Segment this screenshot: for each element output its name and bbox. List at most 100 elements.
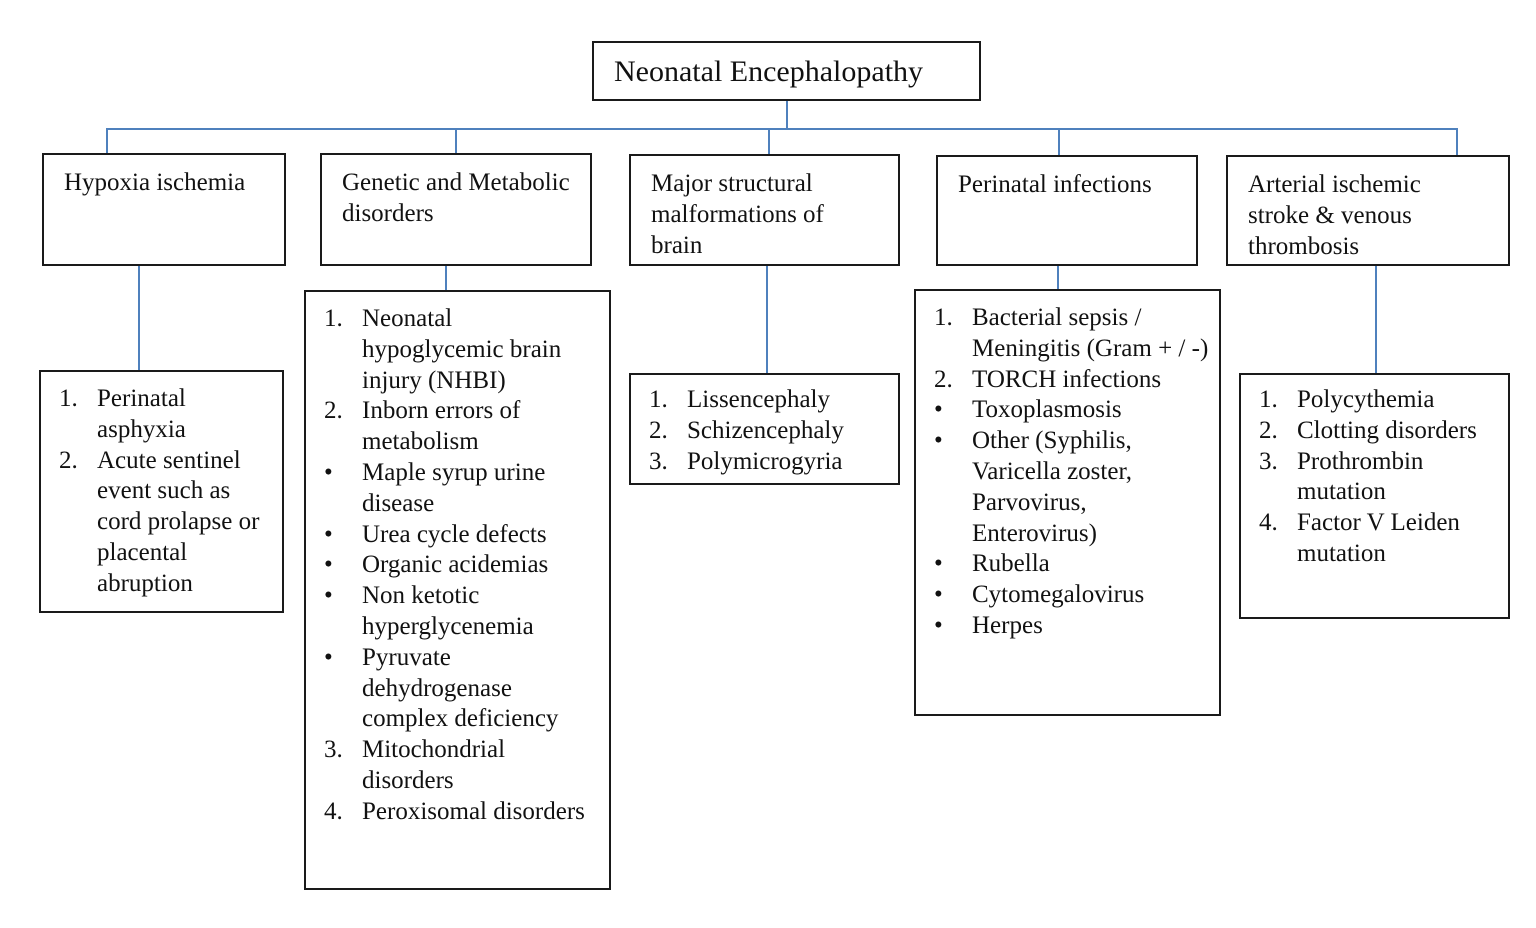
list-perinatal-infections: 1. Bacterial sepsis / Meningitis (Gram + … bbox=[914, 289, 1221, 716]
item-marker: 1. bbox=[934, 304, 953, 331]
list-item: • Urea cycle defects bbox=[324, 520, 599, 551]
root-title: Neonatal Encephalopathy bbox=[614, 55, 924, 88]
list-item: 1. Neonatal hypoglycemic brain injury (NH… bbox=[324, 304, 599, 396]
list-hypoxia-ischemia: 1. Perinatal asphyxia 2. Acute sentinel ev… bbox=[39, 370, 284, 613]
category-structural-malformations: Major structural malformations of brain bbox=[629, 154, 900, 266]
category-stroke-thrombosis: Arterial ischemic stroke & venous thromb… bbox=[1226, 155, 1510, 266]
item-text: TORCH infections bbox=[972, 365, 1162, 393]
item-marker: • bbox=[324, 643, 333, 671]
item-marker: • bbox=[324, 520, 333, 548]
connector-to-infections bbox=[1058, 128, 1060, 156]
item-marker: 2. bbox=[324, 397, 343, 425]
root-node: Neonatal Encephalopathy bbox=[592, 41, 981, 101]
item-text: Peroxisomal disorders bbox=[362, 797, 585, 825]
connector-hypoxia-list bbox=[138, 265, 140, 371]
list-item: 2. Acute sentinel event such as cord prol… bbox=[59, 446, 272, 600]
connector-infections-list bbox=[1057, 265, 1059, 290]
category-hypoxia-ischemia: Hypoxia ischemia bbox=[42, 153, 286, 266]
item-text: Urea cycle defects bbox=[362, 520, 547, 548]
category-label: Arterial ischemic stroke & venous thromb… bbox=[1248, 171, 1421, 260]
list-item: 2. Inborn errors of metabolism bbox=[324, 396, 599, 458]
item-text: Non ketotic hyperglycenemia bbox=[362, 582, 534, 640]
item-marker: 4. bbox=[1259, 509, 1278, 537]
list-item: • Rubella bbox=[934, 549, 1209, 580]
item-marker: 4. bbox=[324, 797, 343, 825]
item-marker: 1. bbox=[649, 386, 668, 413]
item-marker: 3. bbox=[649, 447, 668, 475]
list-item: 3. Polymicrogyria bbox=[649, 447, 888, 478]
item-text: Perinatal asphyxia bbox=[97, 385, 186, 443]
category-label: Major structural malformations of brain bbox=[651, 170, 824, 259]
item-marker: 2. bbox=[59, 446, 78, 474]
item-text: Neonatal hypoglycemic brain injury (NHBI… bbox=[362, 305, 562, 394]
item-marker: 2. bbox=[1259, 416, 1278, 444]
list-item: 3. Mitochondrial disorders bbox=[324, 735, 599, 797]
list-item: • Toxoplasmosis bbox=[934, 395, 1209, 426]
item-marker: 3. bbox=[1259, 447, 1278, 475]
item-text: Other (Syphilis, Varicella zoster, Parvo… bbox=[972, 427, 1133, 547]
list-item: • Non ketotic hyperglycenemia bbox=[324, 581, 599, 643]
item-text: Pyruvate dehydrogenase complex deficienc… bbox=[362, 643, 559, 733]
list-item: 1. Lissencephaly bbox=[649, 385, 888, 416]
category-perinatal-infections: Perinatal infections bbox=[936, 155, 1198, 266]
connector-genetic-list bbox=[445, 265, 447, 291]
list-stroke-thrombosis: 1. Polycythemia 2. Clotting disorders 3. Pr… bbox=[1239, 373, 1510, 619]
list-item: 1. Perinatal asphyxia bbox=[59, 384, 272, 446]
item-text: Toxoplasmosis bbox=[972, 396, 1122, 424]
item-marker: • bbox=[934, 550, 943, 578]
list-item: 1. Bacterial sepsis / Meningitis (Gram + … bbox=[934, 303, 1209, 365]
item-text: Lissencephaly bbox=[687, 386, 831, 413]
list-item: 2. Schizencephaly bbox=[649, 416, 888, 447]
item-text: Herpes bbox=[972, 611, 1043, 639]
item-text: Polymicrogyria bbox=[687, 447, 843, 475]
connector-to-structural bbox=[768, 128, 770, 155]
item-marker: • bbox=[934, 581, 943, 609]
item-text: Bacterial sepsis / Meningitis (Gram + / … bbox=[972, 304, 1209, 362]
list-item: 2. Clotting disorders bbox=[1259, 416, 1498, 447]
item-marker: 2. bbox=[649, 416, 668, 444]
item-text: Polycythemia bbox=[1297, 386, 1435, 413]
item-text: Inborn errors of metabolism bbox=[362, 397, 521, 456]
category-label: Genetic and Metabolic disorders bbox=[342, 169, 570, 227]
list-genetic-metabolic: 1. Neonatal hypoglycemic brain injury (NH… bbox=[304, 290, 611, 890]
list-item: • Maple syrup urine disease bbox=[324, 458, 599, 520]
list-structural-malformations: 1. Lissencephaly 2. Schizencephaly 3. Polym… bbox=[629, 373, 900, 485]
list-item: • Pyruvate dehydrogenase complex deficien… bbox=[324, 643, 599, 735]
item-marker: 3. bbox=[324, 736, 343, 764]
item-marker: 1. bbox=[324, 305, 343, 332]
item-text: Factor V Leiden mutation bbox=[1297, 509, 1460, 567]
connector-structural-list bbox=[766, 265, 768, 374]
connector-stroke-list bbox=[1375, 265, 1377, 374]
list-item: •Herpes bbox=[934, 611, 1209, 642]
item-marker: • bbox=[324, 458, 333, 486]
item-text: Cytomegalovirus bbox=[972, 581, 1145, 609]
item-text: Organic acidemias bbox=[362, 551, 549, 579]
list-item: 4. Peroxisomal disorders bbox=[324, 797, 599, 828]
item-marker: 1. bbox=[59, 385, 78, 412]
list-item: 2. TORCH infections bbox=[934, 365, 1209, 396]
item-text: Clotting disorders bbox=[1297, 416, 1477, 444]
category-label: Perinatal infections bbox=[958, 171, 1152, 198]
list-item: • Organic acidemias bbox=[324, 550, 599, 581]
connector-horizontal-bus bbox=[106, 128, 1458, 130]
category-genetic-metabolic: Genetic and Metabolic disorders bbox=[320, 153, 592, 266]
item-marker: 1. bbox=[1259, 386, 1278, 413]
item-marker: • bbox=[324, 551, 333, 579]
item-text: Mitochondrial disorders bbox=[362, 736, 506, 794]
connector-to-hypoxia bbox=[106, 128, 108, 154]
list-item: 3. Prothrombin mutation bbox=[1259, 447, 1498, 509]
item-marker: 2. bbox=[934, 365, 953, 393]
item-text: Maple syrup urine disease bbox=[362, 458, 546, 517]
item-marker: • bbox=[934, 427, 943, 455]
item-marker: • bbox=[934, 396, 943, 424]
item-text: Acute sentinel event such as cord prolap… bbox=[97, 446, 260, 597]
list-item: 1. Polycythemia bbox=[1259, 385, 1498, 416]
item-text: Schizencephaly bbox=[687, 416, 844, 444]
list-item: • Cytomegalovirus bbox=[934, 580, 1209, 611]
list-item: • Other (Syphilis, Varicella zoster, Parv… bbox=[934, 426, 1209, 549]
item-marker: • bbox=[324, 582, 333, 610]
item-text: Rubella bbox=[972, 550, 1050, 578]
item-text: Prothrombin mutation bbox=[1297, 447, 1424, 506]
connector-to-stroke bbox=[1456, 128, 1458, 156]
connector-to-genetic bbox=[455, 128, 457, 154]
